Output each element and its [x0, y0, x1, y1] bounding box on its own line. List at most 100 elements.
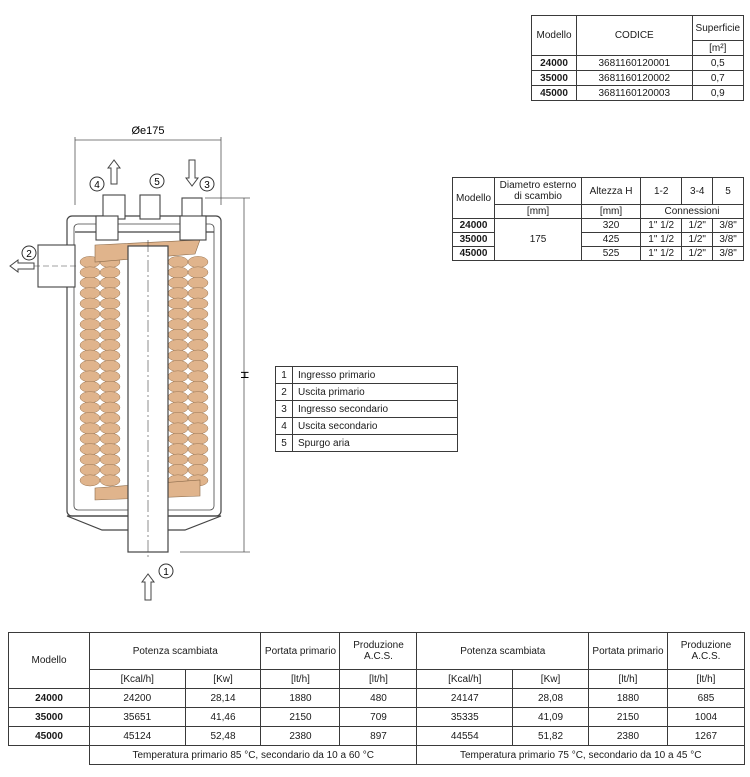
header-model: Modello — [8, 632, 90, 689]
coil-turn — [99, 360, 121, 372]
coil-turn — [167, 443, 189, 456]
coil-turn — [79, 464, 101, 476]
coil-turn — [187, 391, 209, 404]
coil-turn — [167, 453, 189, 466]
table-row: 24000 175 320 1" 1/2 1/2" 3/8" — [451, 218, 744, 261]
cell-production: 709 — [339, 707, 418, 727]
coil-turn — [167, 391, 189, 404]
coil-turn — [99, 276, 121, 289]
coil-turn — [99, 287, 121, 300]
footnote-85: Temperatura primario 85 °C, secondario d… — [88, 745, 418, 765]
coil-turn — [79, 360, 101, 372]
cell-flow: 1880 — [260, 688, 341, 708]
header-model: Modello — [451, 177, 496, 219]
cell-model: 24000 — [451, 218, 496, 233]
unit-connections: Connessioni — [640, 204, 744, 219]
coil-turn — [79, 453, 101, 466]
coil-turn — [187, 412, 209, 424]
coil-turn — [79, 339, 101, 352]
cell-kcal: 35335 — [416, 707, 514, 727]
unit-lth: [lt/h] — [667, 669, 745, 689]
cell-code: 3681160120001 — [576, 55, 693, 71]
marker-4: 4 — [89, 176, 105, 192]
cell-model: 45000 — [8, 726, 90, 746]
coil-turn — [167, 276, 189, 289]
legend-num: 1 — [275, 366, 293, 384]
coil-turn — [187, 422, 209, 435]
coil-turn — [167, 432, 189, 445]
coil-turn — [99, 349, 121, 362]
cell-kcal: 35651 — [89, 707, 186, 727]
coil-turn — [187, 256, 209, 268]
coil-turn — [79, 443, 101, 456]
coil-turn — [167, 360, 189, 372]
coil-turn — [187, 297, 209, 310]
coil-turn — [99, 328, 121, 341]
cell-production: 1267 — [667, 726, 745, 746]
table-row: 45000 3681160120003 0,9 — [531, 85, 745, 101]
coil-turn — [187, 328, 209, 341]
legend-label: Uscita primario — [292, 383, 458, 401]
coil-turn — [99, 370, 121, 383]
header-diameter: Diametro esterno di scambio — [494, 177, 583, 205]
cell-model: 45000 — [451, 246, 496, 261]
legend-num: 5 — [275, 434, 293, 452]
height-dimension — [180, 197, 250, 553]
cell-flow: 2150 — [588, 707, 668, 727]
empty-cell — [8, 745, 90, 765]
footnote-75: Temperatura primario 75 °C, secondario d… — [416, 745, 745, 765]
cell-kw: 52,48 — [184, 726, 262, 746]
header-flow-85: Portata primario — [260, 632, 341, 670]
header-model: Modello — [531, 15, 577, 56]
coil-turn — [99, 453, 121, 466]
coil-turn — [79, 380, 101, 393]
header-power-85: Potenza scambiata — [88, 632, 262, 670]
legend-label: Ingresso secondario — [292, 400, 458, 418]
cell-flow: 2380 — [260, 726, 341, 746]
top-ports — [95, 194, 207, 241]
table-row: 24000 3681160120001 0,5 — [531, 55, 745, 71]
table-row: 24000 24200 28,14 1880 480 24147 28,08 1… — [8, 688, 745, 708]
height-label: H — [238, 371, 250, 379]
coil-turn — [79, 287, 101, 300]
legend-label: Spurgo aria — [292, 434, 458, 452]
unit-kcal: [Kcal/h] — [416, 669, 514, 689]
cell-model: 35000 — [451, 232, 496, 247]
cell-model: 45000 — [531, 85, 577, 101]
header-conn-5: 5 — [712, 177, 744, 205]
unit-lth: [lt/h] — [260, 669, 341, 689]
header-surface-unit: [m²] — [691, 40, 745, 56]
coil-turn — [99, 401, 121, 414]
legend-label: Uscita secondario — [292, 417, 458, 435]
dimension-table: Modello Diametro esterno di scambio Alte… — [451, 177, 744, 261]
coil-turn — [167, 412, 189, 424]
cell-height: 525 — [581, 246, 642, 261]
coil-turn — [79, 412, 101, 424]
cell-kw: 28,08 — [512, 688, 589, 708]
cell-flow: 1880 — [588, 688, 668, 708]
coil-turn — [187, 276, 209, 289]
unit-lth: [lt/h] — [588, 669, 668, 689]
coil-turn — [167, 380, 189, 393]
coil-turn — [79, 308, 101, 320]
coil-turn — [79, 297, 101, 310]
coil-turn — [187, 308, 209, 320]
cell-production: 1004 — [667, 707, 745, 727]
coil-turn — [167, 401, 189, 414]
cell-kw: 28,14 — [184, 688, 262, 708]
coil-turn — [99, 422, 121, 435]
coil-turn — [99, 464, 121, 476]
coil-turn — [99, 318, 121, 331]
coil-right — [167, 256, 209, 487]
coil-turn — [167, 349, 189, 362]
coil-turn — [187, 464, 209, 476]
coil-turn — [79, 474, 101, 487]
cell-code: 3681160120003 — [576, 85, 693, 101]
table-row: 35000 425 1" 1/2 1/2" 3/8" — [451, 232, 744, 247]
header-production-75: Produzione A.C.S. — [667, 632, 745, 670]
cell-conn-34: 1/2" — [681, 246, 714, 261]
coil-turn — [167, 318, 189, 331]
legend-label: Ingresso primario — [292, 366, 458, 384]
